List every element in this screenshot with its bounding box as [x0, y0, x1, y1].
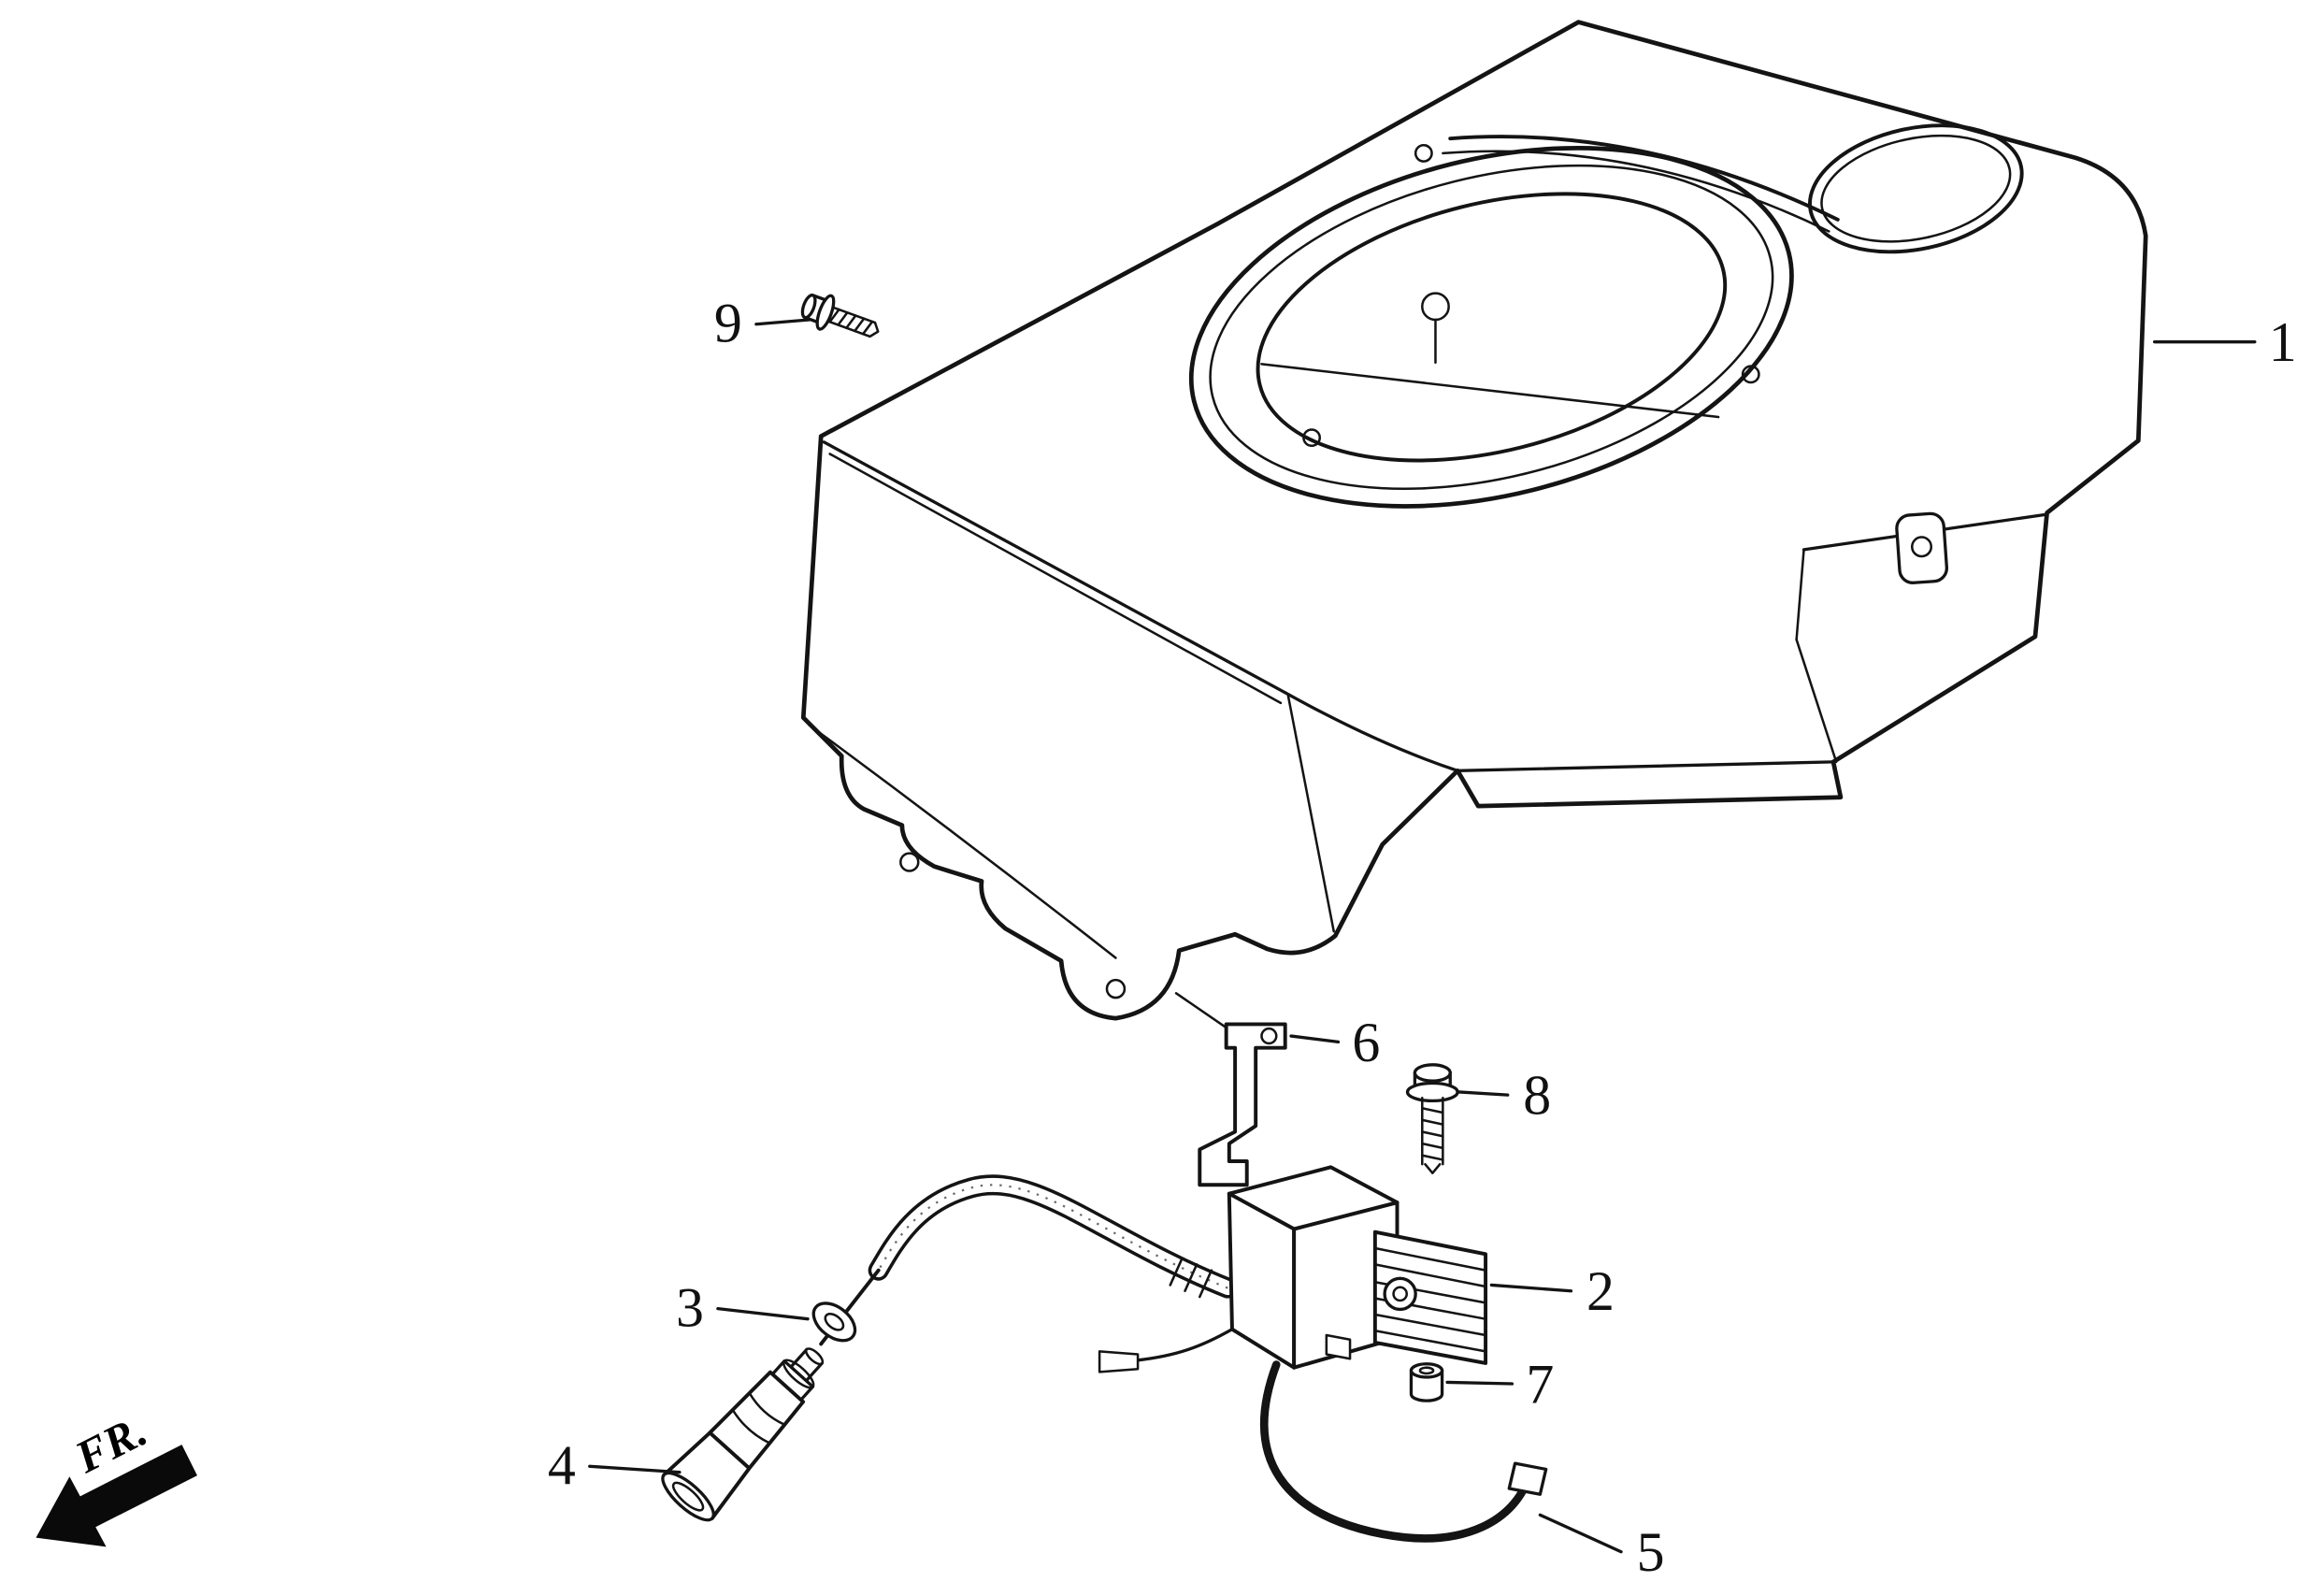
cord-stipple-line	[877, 1184, 1228, 1289]
callout-5: 5	[1637, 1521, 1665, 1583]
leader-line-2	[1489, 1283, 1573, 1293]
leader-line-5	[1538, 1513, 1623, 1554]
flange-bolt	[1405, 1063, 1459, 1174]
callout-4: 4	[548, 1434, 576, 1496]
bushing-bore	[1418, 1366, 1435, 1375]
wire-end-terminal	[1507, 1461, 1548, 1496]
callout-numbers: 1 2 3 4 5 6 7 8 9	[548, 293, 2297, 1584]
cover-right-face-line	[1795, 638, 1838, 764]
callout-7: 7	[1526, 1354, 1554, 1416]
bracket-attach-line	[1174, 992, 1229, 1030]
ring-recess-chord-line	[1260, 363, 1720, 419]
cover-crease-line	[828, 453, 1283, 705]
washer-hole	[824, 1313, 845, 1331]
callout-3: 3	[676, 1277, 704, 1339]
stop-switch-wire	[1259, 1360, 1548, 1543]
wire-lead	[1259, 1360, 1533, 1543]
bracket	[1174, 992, 1287, 1187]
bracket-body	[1198, 1022, 1287, 1187]
cover-crease-line	[822, 440, 1287, 695]
cover-right-face-line	[1795, 548, 1805, 641]
bushing	[1409, 1362, 1444, 1402]
vent-slot-line	[1448, 135, 1840, 222]
cap-boot-bore	[671, 1481, 705, 1512]
fan-cover-outline	[800, 20, 2148, 1021]
mounting-tab-body	[1895, 511, 1948, 584]
cap-body-band	[731, 1391, 786, 1445]
cord-crimp-ticks	[1169, 1257, 1213, 1299]
small-opening-outer-edge	[1807, 123, 2024, 254]
high-tension-cord	[819, 1174, 1239, 1346]
screw-flange	[815, 294, 836, 331]
ring-inner-edge	[1256, 192, 1728, 463]
bolt-head-top	[1413, 1063, 1452, 1083]
ring-outer-edge	[1188, 146, 1794, 509]
fan-opening-ring	[1188, 146, 1794, 509]
ring-screw-hole	[1414, 143, 1433, 163]
cap-collar-top	[782, 1359, 815, 1389]
fan-cover	[800, 20, 2148, 1021]
ignition-coil	[1098, 1165, 1488, 1373]
skirt-tab-hole	[899, 852, 920, 872]
callout-1: 1	[2269, 311, 2297, 373]
leader-lines	[588, 318, 2257, 1554]
cover-skirt-crease-line	[808, 724, 1117, 959]
leader-line-8	[1457, 1090, 1510, 1097]
washer-outer	[811, 1301, 857, 1343]
vent-slot-line	[1442, 150, 1830, 233]
bushing-top	[1409, 1362, 1444, 1379]
bolt-flange	[1405, 1081, 1459, 1103]
coil-lower-clip	[1325, 1333, 1352, 1360]
cover-top-front-fold-line	[1456, 760, 1835, 772]
leader-line-3	[716, 1306, 810, 1321]
small-cover-opening	[1807, 123, 2024, 254]
mounting-tab-hole	[1910, 536, 1933, 558]
screw-head-back	[800, 294, 817, 320]
bushing-side	[1409, 1369, 1444, 1402]
coil-mounting-hole	[1392, 1286, 1408, 1302]
callout-8: 8	[1523, 1065, 1551, 1127]
cover-crease-line	[1284, 691, 1459, 772]
leader-line-6	[1289, 1034, 1341, 1044]
coil-mounting-ear	[1383, 1276, 1417, 1312]
skirt-tab-hole	[1105, 978, 1127, 999]
spark-plug-cap	[661, 1347, 825, 1522]
coil-primary-lead	[1136, 1328, 1234, 1362]
front-direction-indicator: FR.	[36, 1404, 197, 1547]
ring-screw-hole	[1741, 365, 1760, 384]
screw	[800, 294, 880, 338]
callout-2: 2	[1586, 1260, 1615, 1322]
leader-line-4	[588, 1464, 682, 1474]
small-opening-inner-edge	[1820, 134, 2012, 243]
cap-nipple-top	[805, 1347, 825, 1366]
leader-line-7	[1445, 1380, 1514, 1386]
core-lamination-lines	[1373, 1246, 1487, 1353]
cap-boot-opening	[661, 1471, 715, 1522]
coil-spade-terminal	[1098, 1350, 1140, 1373]
bracket-hole	[1260, 1027, 1278, 1045]
washer	[811, 1301, 857, 1343]
cover-mounting-tab	[1895, 511, 1948, 584]
ring-flange-edge	[1209, 164, 1774, 490]
callout-9: 9	[714, 293, 742, 354]
callout-6: 6	[1352, 1012, 1380, 1073]
screw-threads	[828, 308, 874, 336]
leader-line-9	[754, 318, 811, 326]
cover-crease-line	[1286, 694, 1335, 933]
fr-direction-arrow	[36, 1445, 197, 1547]
ring-screw-hole	[1302, 428, 1322, 448]
bolt-threads	[1421, 1107, 1444, 1161]
